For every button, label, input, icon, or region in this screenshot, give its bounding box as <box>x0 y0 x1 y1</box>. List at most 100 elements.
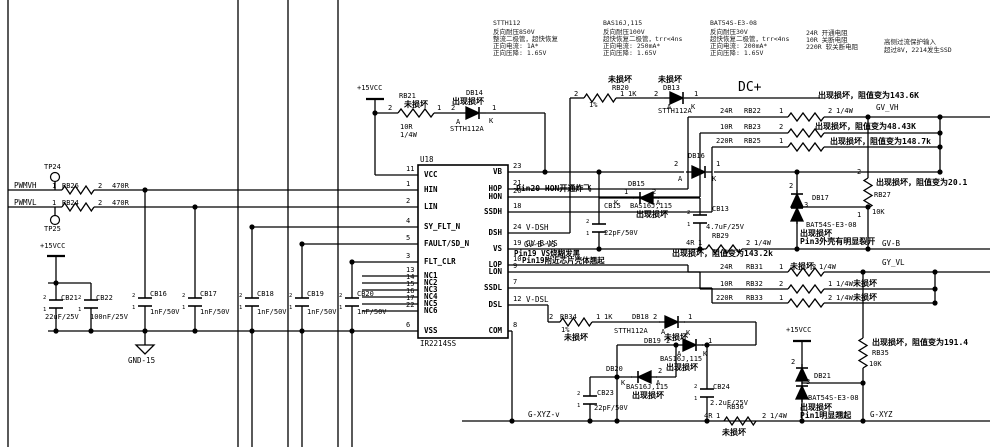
resistor-symbol-RB24 <box>61 201 95 213</box>
label-g-xyz-v: G-XYZ-v <box>528 410 560 419</box>
label-1: 1 <box>492 104 497 112</box>
note-line: 10R 关断电阻 <box>806 36 848 44</box>
label-k: K <box>621 379 626 387</box>
label-220r: 220R <box>716 294 733 302</box>
cap-pin-bottom: 1 <box>43 307 47 313</box>
note-line: 反向耐压850V <box>493 28 535 36</box>
ic-pin-number-LON: 9 <box>513 262 518 270</box>
note-line: 超快恢复二极管，trr<4ns <box>710 35 790 43</box>
label-: 未损坏 <box>790 262 814 271</box>
junction-dot <box>372 110 378 116</box>
label-1: 1 <box>779 137 784 145</box>
junction-dot <box>142 328 148 334</box>
label-1: 1 <box>620 90 625 98</box>
label-rb22: RB22 <box>744 107 761 115</box>
label-pin20-hon: Pin20 HON开通炸飞 <box>516 184 592 193</box>
diode-symbol-DB21a <box>794 366 810 382</box>
ic-pin-number-DSL: 12 <box>513 295 522 303</box>
label-: 未损坏 <box>564 333 588 342</box>
label-1: 1 <box>688 313 693 321</box>
label-: 出现损坏 <box>452 97 484 106</box>
ic-pin-name-COM: COM <box>488 326 502 335</box>
label-rb26: RB26 <box>62 182 79 190</box>
label-10k: 10K <box>872 208 885 216</box>
ic-pin-number-NC3: 15 <box>406 280 415 288</box>
label-1k: 1K <box>604 313 613 321</box>
label-2: 2 <box>857 168 862 176</box>
cap-pin-top: 2 <box>132 293 136 299</box>
label-db21: DB21 <box>814 372 831 380</box>
diode-symbol-DB14 <box>465 105 481 121</box>
resistor-symbol-RB32 <box>787 283 825 295</box>
ic-pin-name-FAULT/SD_N: FAULT/SD_N <box>424 239 470 248</box>
label-stth112a: STTH112A <box>658 107 692 115</box>
ic-pin-number-COM: 8 <box>513 321 518 329</box>
ic-pin-name-VCC: VCC <box>424 170 438 179</box>
ic-pin-name-VSS: VSS <box>424 326 438 335</box>
note-line: 220R 软关断电阻 <box>806 43 859 51</box>
label-1: 1 <box>52 199 57 207</box>
label-bat54s-e3-08: BAT54S-E3-08 <box>806 221 857 229</box>
junction-dot <box>596 169 602 175</box>
cap-pin-top: 2 <box>586 219 590 225</box>
ic-pin-number-VSS: 6 <box>406 321 411 329</box>
label-rb34: RB34 <box>560 313 577 321</box>
label-gy_vl: GY_VL <box>882 258 905 267</box>
label-1: 1 <box>716 160 721 168</box>
ground-symbol <box>134 344 156 355</box>
label-1: 1 <box>596 313 601 321</box>
ic-pin-number-FLT_CLR: 3 <box>406 252 411 260</box>
label-cb23: CB23 <box>597 389 614 397</box>
note-line: 正向压降: 1.65V <box>493 49 547 57</box>
label-48-43k: 出现损坏，阻值变为48.43K <box>815 122 916 131</box>
ic-pin-name-LOP: LOP <box>488 260 502 269</box>
junction-dot <box>794 246 800 252</box>
diode-symbol-DB18 <box>664 314 680 330</box>
label-rb36: RB36 <box>727 403 744 411</box>
label-bas16j-115: BAS16J,115 <box>630 202 673 210</box>
diode-symbol-DB17b <box>789 206 805 222</box>
ic-pin-name-LON: LON <box>488 267 502 276</box>
resistor-symbol-RB25 <box>787 141 825 153</box>
label-a: A <box>677 350 682 358</box>
cap-pin-top: 2 <box>577 391 581 397</box>
ic-pin-name-VB: VB <box>492 167 502 176</box>
label-gv-b-vs: GV-B-VS <box>524 240 556 249</box>
label-stth112a: STTH112A <box>614 327 648 335</box>
label-: 未损坏 <box>722 428 746 437</box>
label-22pf-50v: 22pF/50V <box>594 404 628 412</box>
note-line: 反向耐压100V <box>603 28 645 36</box>
junction-dot <box>192 204 198 210</box>
label-10r: 10R <box>720 280 733 288</box>
label-2: 2 <box>779 280 784 288</box>
label-2: 2 <box>779 123 784 131</box>
label-k: K <box>712 175 717 183</box>
junction-dot <box>53 280 59 286</box>
label-2: 2 <box>98 182 103 190</box>
label-2: 2 <box>812 263 817 271</box>
label-191-4: 出现损坏，阻值变为191.4 <box>872 338 969 347</box>
label-2: 2 <box>549 313 554 321</box>
ic-pin-name-DSL: DSL <box>488 300 502 309</box>
label-: 未损坏 <box>658 75 682 84</box>
label-143-2k: 出现损坏，阻值变为143.2k <box>672 249 773 258</box>
label-rb31: RB31 <box>746 263 763 271</box>
label-24r: 24R <box>720 107 733 115</box>
resistor-symbol-RB29 <box>705 243 743 255</box>
ic-pin-number-HON: 20 <box>513 187 522 195</box>
junction-dot <box>697 246 703 252</box>
label-db15: DB15 <box>628 180 645 188</box>
note-line: 反向耐压30V <box>710 28 748 36</box>
note-line: 正向电流: 250mA* <box>603 42 661 50</box>
junction-dot <box>509 418 515 424</box>
label-: 出现损坏 <box>800 229 832 238</box>
label-2: 2 <box>654 90 659 98</box>
cap-pin-top: 2 <box>694 384 698 390</box>
ic-pin-name-DSH: DSH <box>488 228 502 237</box>
diode-symbol-DB16 <box>691 164 707 180</box>
label-gv_vh: GV_VH <box>876 103 899 112</box>
label-db17: DB17 <box>812 194 829 202</box>
